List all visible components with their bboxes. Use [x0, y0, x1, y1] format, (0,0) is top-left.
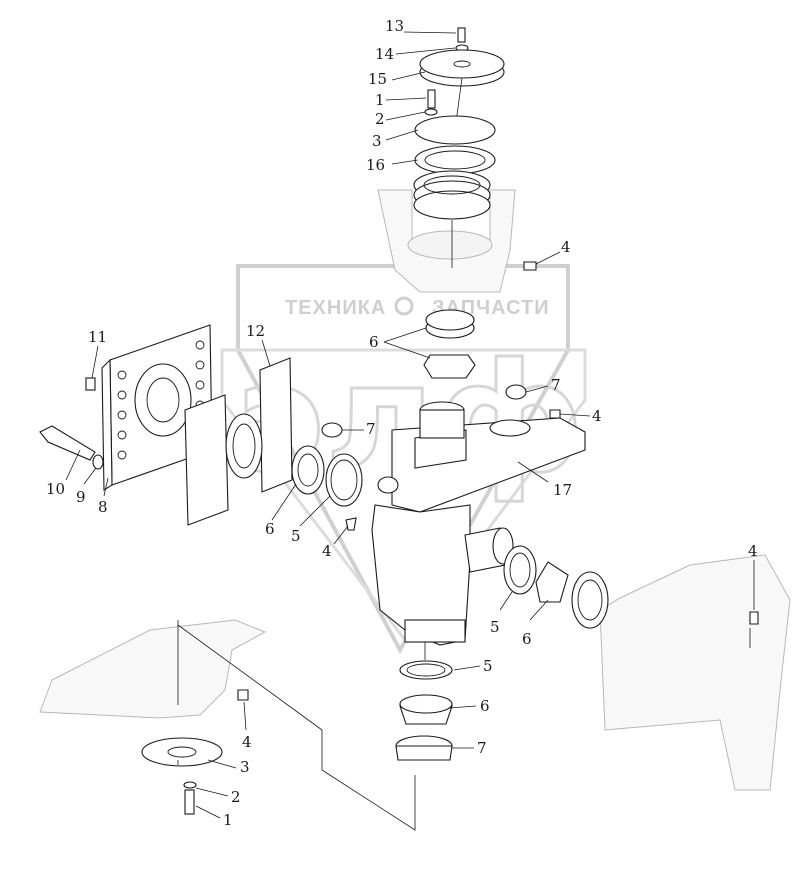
flange-boss [134, 363, 192, 437]
callout-4-right: 4 [592, 407, 602, 425]
grease-fitting-4-bottom [237, 689, 249, 701]
callout-6-right: 6 [522, 630, 532, 648]
callout-13: 13 [385, 17, 404, 35]
seal-ring-left [225, 413, 263, 479]
top-cover-assembly [413, 27, 505, 268]
bolt-1-bottom [184, 789, 195, 815]
callout-10: 10 [46, 480, 65, 498]
gasket-16 [414, 145, 496, 175]
cover-plate-15 [419, 49, 505, 79]
flange-boss-bore [146, 377, 180, 423]
shim-stack-3 [413, 190, 491, 220]
knuckle-body-17 [371, 401, 586, 646]
knuckle-side-hole [377, 476, 399, 494]
callout-5-bottom: 5 [483, 657, 493, 675]
left-bearing-set [291, 422, 363, 531]
knuckle-bottom-stub [404, 619, 466, 643]
grease-fitting-4-left [345, 517, 357, 531]
top-bearing-set [423, 261, 561, 419]
callout-6-left: 6 [265, 520, 275, 538]
shim-plate-3-bottom-inner [167, 746, 197, 758]
ring-5-right [503, 545, 537, 595]
ghost-upper-bore [407, 230, 493, 260]
flange-plate-8-side [101, 358, 113, 491]
washer-2-top [424, 108, 438, 116]
seal-right-inner [577, 579, 603, 621]
shim-plates-stack [184, 394, 229, 526]
ring-5-left-inner [330, 459, 358, 501]
callout-4-far-right: 4 [748, 542, 758, 560]
knuckle-right-bore [489, 419, 531, 437]
callout-12: 12 [246, 322, 265, 340]
bearing-6-left-inner [297, 453, 319, 487]
washer-9 [92, 454, 104, 470]
grease-fitting-4-top [523, 261, 537, 271]
watermark-gear-icon [394, 296, 414, 316]
bolt-13 [457, 27, 466, 43]
shim-plates-12 [259, 357, 293, 493]
seal-7-bottom-body [395, 745, 453, 761]
washer-2-bottom [183, 781, 197, 789]
seal-top-6-b [425, 309, 475, 331]
shim-plate-3-top [414, 115, 496, 145]
callout-16: 16 [366, 156, 385, 174]
callouts: 13 14 15 1 2 3 16 4 6 7 4 11 12 7 10 9 8… [46, 17, 758, 829]
callout-2-bottom: 2 [231, 788, 241, 806]
callout-4-left: 4 [322, 542, 332, 560]
shim-stack-inner [423, 175, 481, 195]
grease-fitting-4-far-right [749, 611, 759, 625]
callout-5-right: 5 [490, 618, 500, 636]
cone-top-6 [423, 354, 476, 379]
left-flange-assembly [39, 324, 293, 526]
ghost-right-housing [599, 554, 791, 791]
bolt-11 [85, 377, 96, 391]
callout-17: 17 [553, 481, 572, 499]
gasket-16-inner [424, 150, 486, 170]
callout-3-top: 3 [372, 132, 382, 150]
callout-1-bottom: 1 [223, 811, 233, 829]
bolt-1-top [427, 89, 436, 109]
right-bearing-set [503, 545, 759, 629]
ring-5-right-inner [509, 552, 531, 588]
callout-1-top: 1 [375, 91, 385, 109]
callout-14: 14 [375, 45, 394, 63]
callout-3-bottom: 3 [240, 758, 250, 776]
callout-6-bottom: 6 [480, 697, 490, 715]
kingpin-sleeve [419, 409, 465, 439]
watermark-badge-inner [220, 348, 587, 643]
alignment-lines [177, 620, 751, 831]
ring-5-bottom-inner [406, 663, 446, 677]
callout-2-top: 2 [375, 110, 385, 128]
watermark-text-left: ТЕХНИКА [285, 297, 386, 319]
nut-7-right [505, 384, 527, 400]
callout-15: 15 [368, 70, 387, 88]
cone-6-bottom-top [399, 694, 453, 714]
watermark-badge [236, 264, 570, 655]
callout-7-left: 7 [366, 420, 376, 438]
callout-9: 9 [76, 488, 86, 506]
callout-4-top: 4 [561, 238, 571, 256]
callout-7-bottom: 7 [477, 739, 487, 757]
ghost-lower-left-housing [39, 619, 267, 719]
callout-7-right: 7 [551, 376, 561, 394]
cover-plate-15-hole [453, 60, 471, 68]
callout-4-bottom: 4 [242, 733, 252, 751]
callout-11: 11 [88, 328, 107, 346]
shim-plate-3-bottom [141, 737, 223, 767]
flange-holes [117, 340, 205, 460]
seal-ring-left-inner [232, 423, 256, 469]
callout-8: 8 [98, 498, 108, 516]
bearing-6-right [535, 561, 569, 603]
nut-7-left [321, 422, 343, 438]
callout-5-left: 5 [291, 527, 301, 545]
ring-5-left [325, 453, 363, 507]
grease-fitting-4-right [549, 409, 561, 419]
bottom-bearing-set [395, 660, 453, 761]
bearing-6-left [291, 445, 325, 495]
bottom-cover-assembly [141, 689, 249, 815]
callout-6-top: 6 [369, 333, 379, 351]
bolt-10 [39, 425, 96, 461]
